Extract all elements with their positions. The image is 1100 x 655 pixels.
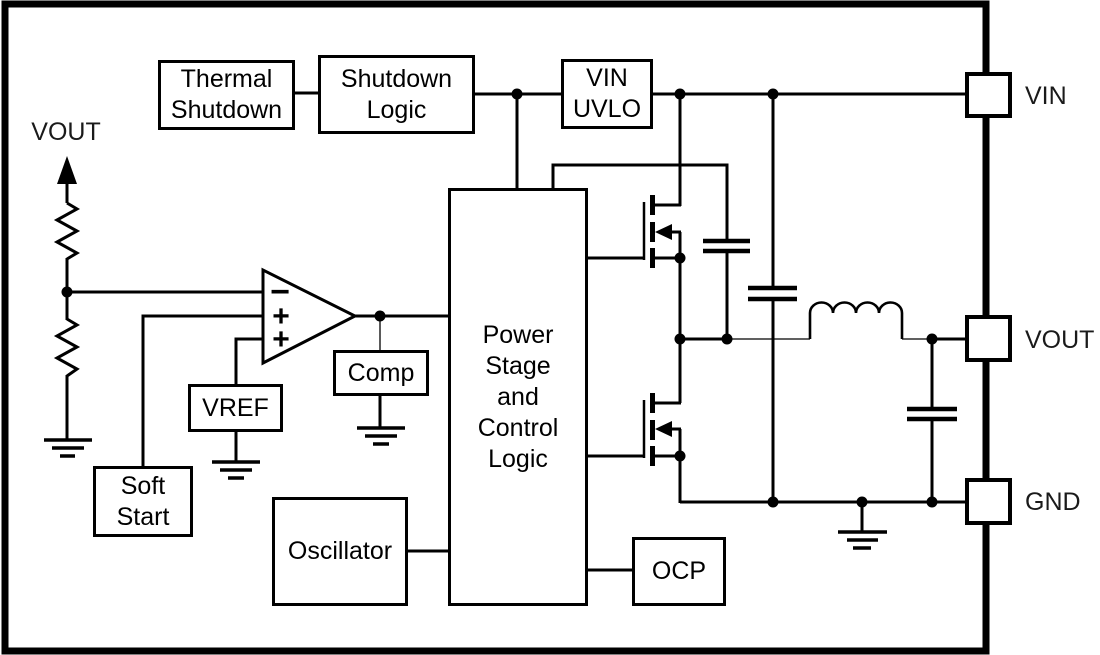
bootstrap-capacitor-icon — [703, 238, 750, 254]
block-shutdown-logic: Shutdown Logic — [318, 55, 475, 134]
block-power-stage: Power Stage and Control Logic — [448, 188, 588, 606]
inductor-icon — [808, 301, 904, 339]
opamp-plus2-symbol: + — [272, 323, 290, 356]
wire-bootstrap-top — [551, 163, 729, 241]
ground-divider-icon — [44, 438, 92, 458]
block-thermal-shutdown: Thermal Shutdown — [158, 60, 295, 130]
error-amplifier: − + + — [261, 267, 359, 366]
block-oscillator: Oscillator — [272, 497, 408, 606]
capacitors — [703, 238, 957, 422]
ground-vref-icon — [212, 460, 260, 480]
block-vin-uvlo: VIN UVLO — [561, 59, 653, 129]
block-vref: VREF — [188, 384, 283, 432]
body-diode-arrow — [655, 224, 672, 240]
ground-power-icon — [838, 530, 887, 550]
block-ocp: OCP — [632, 537, 726, 606]
output-capacitor-icon — [907, 406, 957, 422]
pin-square-vin — [965, 72, 1012, 118]
pin-square-vout — [965, 315, 1012, 362]
ground-symbols — [44, 426, 887, 550]
opamp-minus-symbol: − — [270, 273, 290, 311]
body-diode-arrow — [655, 421, 672, 437]
high-side-mosfet-icon — [642, 195, 682, 268]
junction-dots — [61, 88, 938, 508]
block-soft-start: Soft Start — [93, 466, 193, 537]
feedback-divider — [53, 156, 81, 378]
input-capacitor-icon — [748, 285, 797, 302]
wire-softstart-input — [141, 314, 263, 466]
opamp-triangle — [261, 267, 359, 366]
wires — [65, 91, 967, 572]
pin-square-gnd — [965, 478, 1012, 525]
wire-vref-input — [234, 337, 263, 385]
vout-up-arrow-icon — [57, 156, 77, 184]
resistor-bottom-icon — [53, 317, 81, 378]
block-comp: Comp — [333, 350, 429, 396]
low-side-mosfet-icon — [642, 393, 682, 466]
pin-label-vin: VIN — [1025, 82, 1067, 110]
ground-comp-icon — [357, 426, 405, 446]
pin-label-gnd: GND — [1025, 488, 1081, 516]
pin-label-vout: VOUT — [1025, 326, 1095, 354]
net-label-vout: VOUT — [31, 118, 101, 146]
opamp-plus1-symbol: + — [272, 300, 290, 333]
resistor-top-icon — [53, 201, 81, 261]
